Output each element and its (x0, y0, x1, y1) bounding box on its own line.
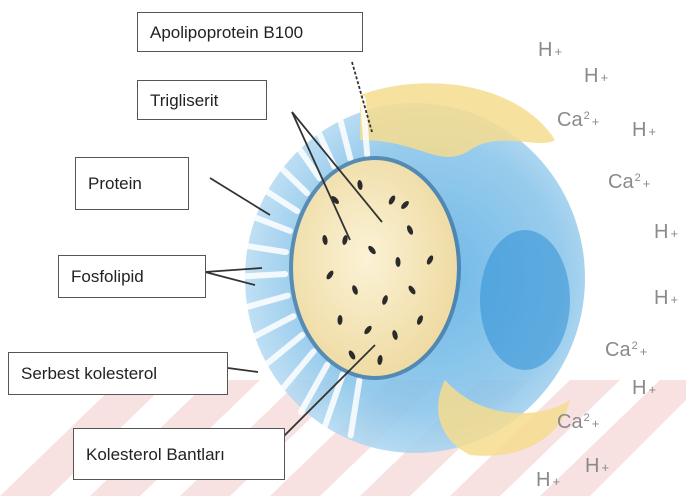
ion-symbol: Ca (608, 171, 634, 193)
ion-symbol: H (632, 119, 646, 141)
ion-sign: + (554, 44, 562, 59)
ion-symbol: H (585, 455, 599, 477)
hydrogen-ion: H+ (632, 120, 656, 140)
label-kolesterol-bantlari: Kolesterol Bantları (73, 428, 285, 480)
ion-sign: + (643, 176, 651, 191)
ion-symbol: H (536, 469, 550, 491)
ion-symbol: H (654, 221, 668, 243)
ion-symbol: Ca (557, 411, 583, 433)
ion-sign: + (601, 460, 609, 475)
ion-sign: + (648, 124, 656, 139)
label-trigliserit: Trigliserit (137, 80, 267, 120)
ion-symbol: H (654, 287, 668, 309)
calcium-ion: Ca2+ (605, 340, 647, 360)
ion-symbol: Ca (557, 109, 583, 131)
hydrogen-ion: H+ (536, 470, 560, 490)
label-fosfolipid: Fosfolipid (58, 255, 206, 298)
ion-charge: 2 (584, 412, 590, 424)
ion-charge: 2 (584, 110, 590, 122)
label-protein: Protein (75, 157, 189, 210)
hydrogen-ion: H+ (538, 40, 562, 60)
ion-sign: + (640, 344, 648, 359)
ion-sign: + (592, 416, 600, 431)
ion-sign: + (670, 226, 678, 241)
ion-symbol: H (584, 65, 598, 87)
lipid-core (293, 160, 457, 376)
ion-sign: + (592, 114, 600, 129)
calcium-ion: Ca2+ (557, 110, 599, 130)
ion-sign: + (670, 292, 678, 307)
hydrogen-ion: H+ (654, 222, 678, 242)
phospholipid-spoke (235, 274, 285, 277)
hydrogen-ion: H+ (632, 378, 656, 398)
ion-charge: 2 (632, 340, 638, 352)
label-serbest-kolesterol: Serbest kolesterol (8, 352, 228, 395)
ion-charge: 2 (635, 172, 641, 184)
hydrogen-ion: H+ (585, 456, 609, 476)
calcium-ion: Ca2+ (557, 412, 599, 432)
ion-sign: + (552, 474, 560, 489)
deep-blue-patch (480, 230, 570, 370)
hydrogen-ion: H+ (654, 288, 678, 308)
ion-symbol: H (538, 39, 552, 61)
hydrogen-ion: H+ (584, 66, 608, 86)
ion-symbol: H (632, 377, 646, 399)
label-apolipoprotein-b100: Apolipoprotein B100 (137, 12, 363, 52)
ion-symbol: Ca (605, 339, 631, 361)
ion-sign: + (648, 382, 656, 397)
ion-sign: + (600, 70, 608, 85)
calcium-ion: Ca2+ (608, 172, 650, 192)
